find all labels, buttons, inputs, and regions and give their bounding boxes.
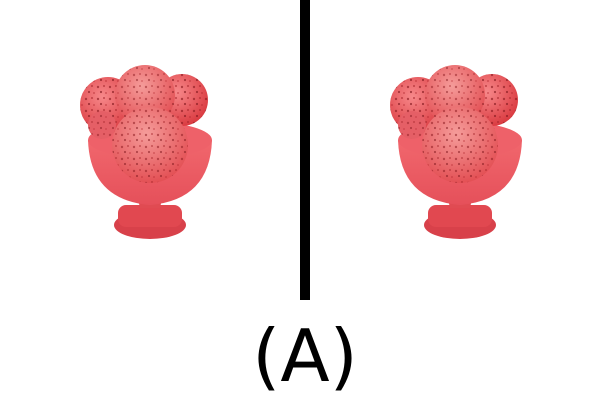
dessert-cup-image [80, 65, 212, 239]
figure-caption: (A) [252, 314, 358, 398]
vertical-divider [300, 0, 310, 300]
dessert-cup-image [390, 65, 522, 239]
left-panel [0, 0, 300, 300]
right-panel [310, 0, 610, 300]
